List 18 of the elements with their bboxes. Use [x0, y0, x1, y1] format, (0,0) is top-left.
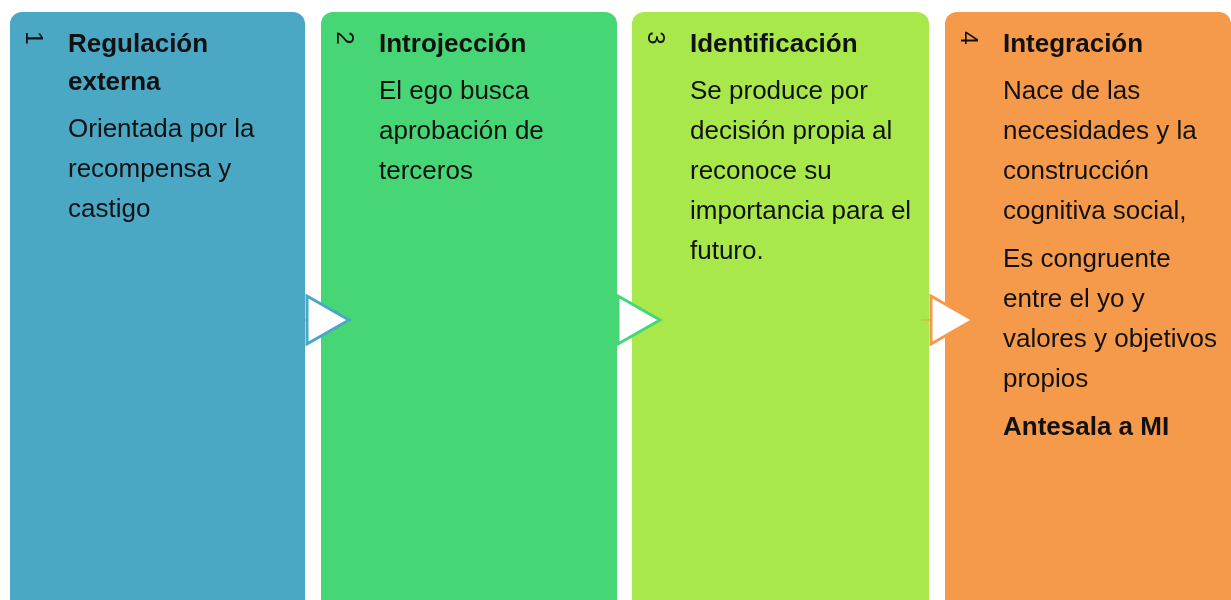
step-description: Se produce por decisión propia al reconoce su importancia para el futuro.	[690, 74, 913, 267]
step-box	[945, 12, 1231, 600]
step-title: Identificación	[690, 27, 859, 60]
step-number: 2	[335, 30, 355, 47]
step-title: Integración	[1003, 27, 1145, 60]
step-title: Regulación externa	[68, 27, 210, 98]
step-number: 1	[24, 30, 44, 47]
step-description: Es congruente entre el yo y valores y objetivos propios	[1003, 242, 1218, 395]
step-description: Antesala a MI	[1003, 410, 1171, 443]
step-box	[10, 12, 305, 600]
step-description: Nace de las necesidades y la construcción cognitiva social,	[1003, 74, 1198, 227]
step-number: 4	[959, 30, 979, 47]
step-description: Orientada por la recompensa y castigo	[68, 112, 256, 225]
step-number: 3	[646, 30, 666, 47]
step-title: Introjección	[379, 27, 528, 60]
step-description: El ego busca aprobación de terceros	[379, 74, 545, 187]
step-box	[632, 12, 929, 600]
step-box	[321, 12, 617, 600]
